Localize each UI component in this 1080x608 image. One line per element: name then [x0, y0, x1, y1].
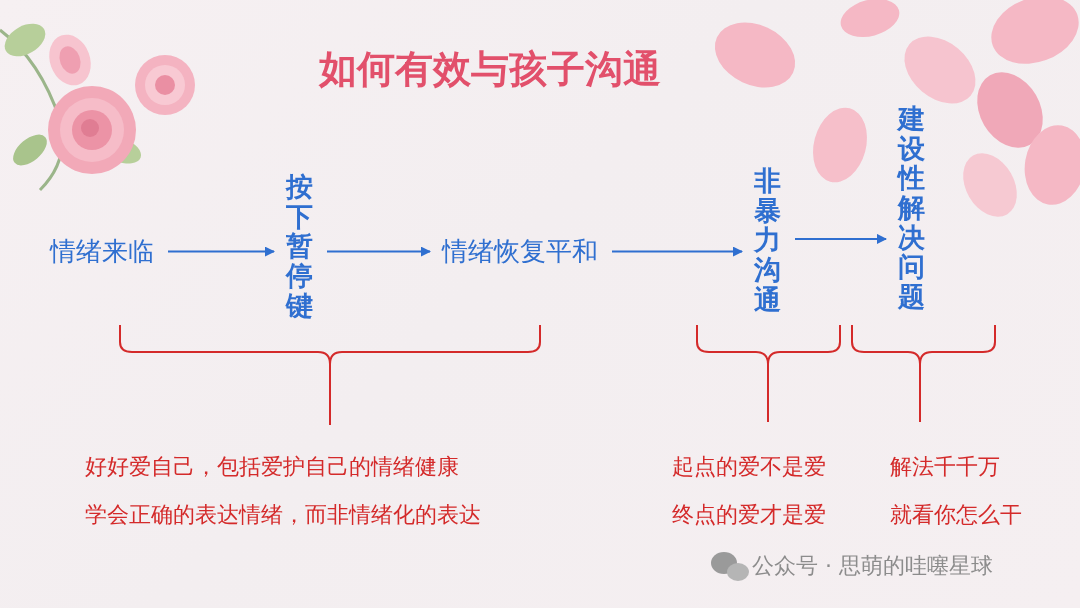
- vertical-step: 按下暂停键: [286, 172, 313, 320]
- watermark: 公众号 · 思萌的哇噻星球: [752, 551, 993, 581]
- vertical-step: 非暴力沟通: [754, 166, 781, 314]
- step-label: 按下暂停键: [286, 172, 313, 320]
- step-text: 情绪恢复平和: [442, 236, 598, 267]
- note-text: 终点的爱才是爱: [672, 500, 826, 530]
- vertical-step: 建设性解决问题: [898, 104, 925, 312]
- flow-arrow: [327, 251, 430, 253]
- note-text: 解法千千万: [890, 452, 1000, 482]
- note-text: 好好爱自己，包括爱护自己的情绪健康: [85, 452, 459, 482]
- note-text: 起点的爱不是爱: [672, 452, 826, 482]
- step-label: 情绪恢复平和: [442, 236, 598, 267]
- wechat-icon: [711, 552, 749, 581]
- step-label: 情绪来临: [50, 236, 154, 267]
- flow-arrow: [168, 251, 274, 253]
- note-text: 就看你怎么干: [890, 500, 1022, 530]
- brackets: [120, 325, 995, 425]
- flow-arrow: [612, 251, 742, 253]
- roses: [0, 17, 195, 190]
- note-text: 学会正确的表达情绪，而非情绪化的表达: [85, 500, 481, 530]
- flow-arrow: [795, 238, 886, 240]
- title: 如何有效与孩子沟通: [190, 44, 790, 95]
- step-text: 情绪来临: [50, 236, 154, 267]
- step-label: 建设性解决问题: [898, 104, 925, 312]
- step-label: 非暴力沟通: [754, 166, 781, 314]
